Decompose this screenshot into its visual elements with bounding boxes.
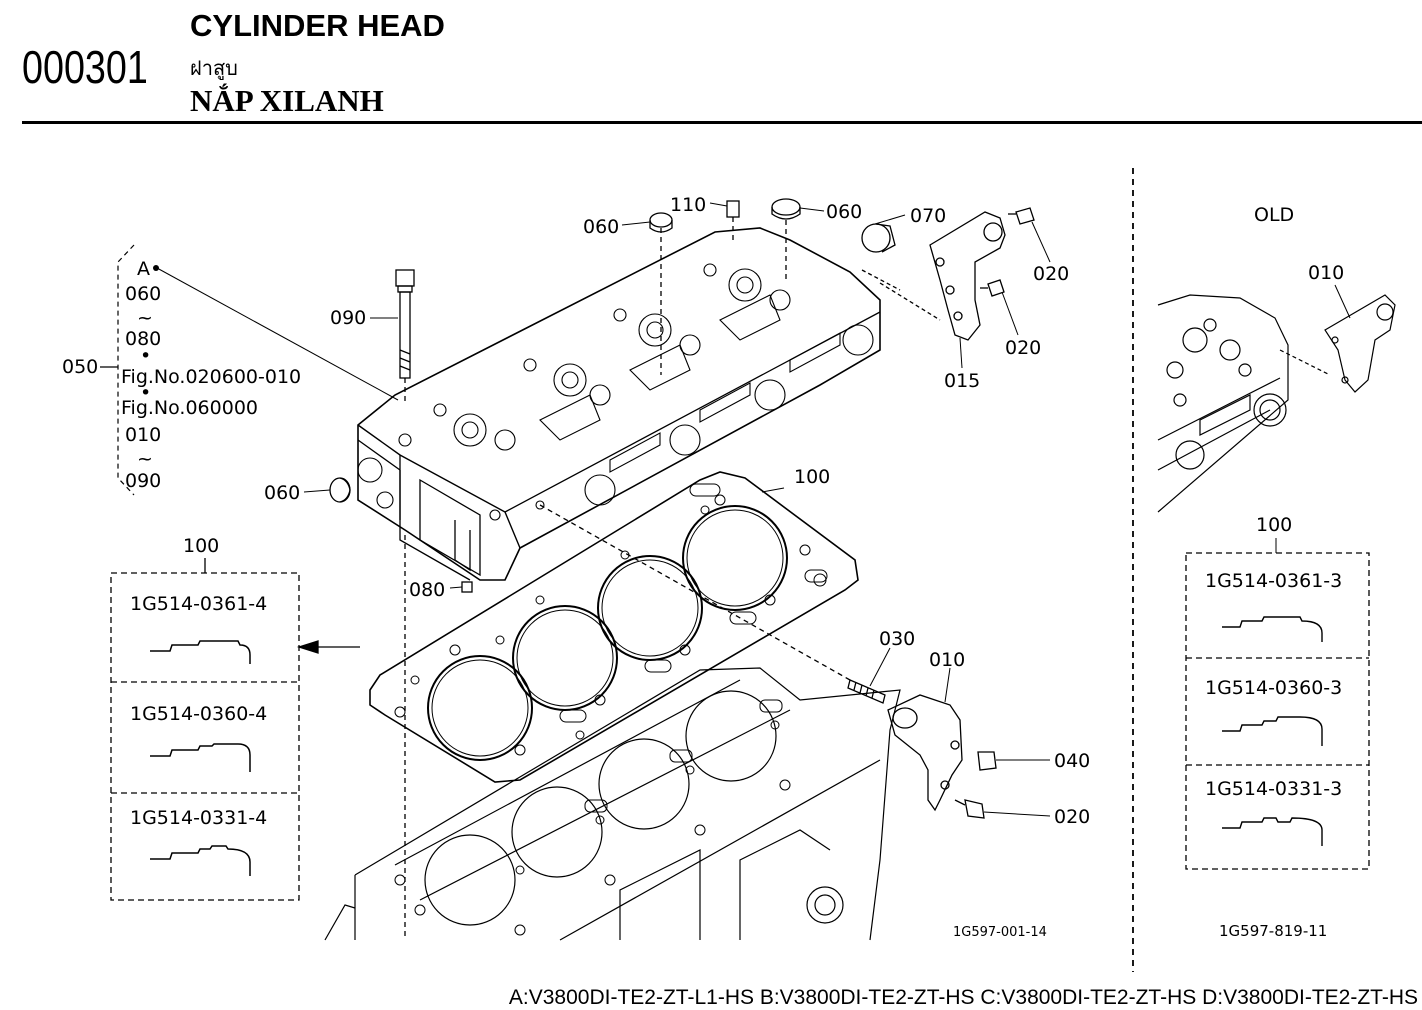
old-gasket-variant-0331-3: 1G514-0331-3 <box>1205 778 1342 800</box>
callout-100: 100 <box>794 466 830 488</box>
assembly-line-tilde-2: ~ <box>137 448 153 470</box>
old-gasket-box-label: 100 <box>1256 514 1292 536</box>
callout-040: 040 <box>1054 750 1090 772</box>
page-title-en: CYLINDER HEAD <box>190 8 445 43</box>
assembly-ref-050: 050 <box>62 356 98 378</box>
assembly-line-a: A <box>137 258 150 280</box>
assembly-line-dot-1: • <box>140 345 151 367</box>
page-title-vi: NẮP XILANH <box>190 83 384 118</box>
old-callout-010: 010 <box>1308 262 1344 284</box>
assembly-line-fig-060000: Fig.No.060000 <box>121 397 258 419</box>
callout-060-top-right: 060 <box>826 201 862 223</box>
cylinder-head-drawing <box>357 227 881 581</box>
gasket-variant-0331-4: 1G514-0331-4 <box>130 807 267 829</box>
hanger-bracket-drawing <box>861 207 1035 341</box>
head-bolt-drawing <box>395 269 415 940</box>
callout-110: 110 <box>670 194 706 216</box>
callout-010: 010 <box>929 649 965 671</box>
callout-030: 030 <box>879 628 915 650</box>
old-panel-title: OLD <box>1254 204 1294 226</box>
assembly-line-fig-020600: Fig.No.020600-010 <box>121 366 301 388</box>
gasket-variants-box <box>110 558 360 901</box>
gasket-variant-0360-4: 1G514-0360-4 <box>130 703 267 725</box>
assembly-line-080: 080 <box>125 328 161 350</box>
callout-070: 070 <box>910 205 946 227</box>
page-title-th: ฝาสูบ <box>190 56 238 80</box>
leader-lines <box>156 202 1051 817</box>
header-rule <box>22 121 1422 124</box>
assembly-line-060: 060 <box>125 283 161 305</box>
engine-block-drawing <box>324 667 901 941</box>
assembly-line-dot-2: • <box>140 382 151 404</box>
figure-id-main: 1G597-001-14 <box>953 925 1047 940</box>
assembly-line-010: 010 <box>125 424 161 446</box>
assembly-bracket <box>100 244 135 496</box>
callout-020-c: 020 <box>1054 806 1090 828</box>
old-gasket-variant-0360-3: 1G514-0360-3 <box>1205 677 1342 699</box>
page-code: 000301 <box>22 41 148 93</box>
callout-060-side: 060 <box>264 482 300 504</box>
model-applicability-footer: A:V3800DI-TE2-ZT-L1-HS B:V3800DI-TE2-ZT-… <box>508 986 1418 1009</box>
old-gasket-variant-0361-3: 1G514-0361-3 <box>1205 570 1342 592</box>
gasket-box-label: 100 <box>183 535 219 557</box>
callout-020-a: 020 <box>1033 263 1069 285</box>
callout-020-b: 020 <box>1005 337 1041 359</box>
assembly-line-090: 090 <box>125 470 161 492</box>
callout-080: 080 <box>409 579 445 601</box>
lifting-bracket-drawing <box>539 504 997 819</box>
figure-id-old: 1G597-819-11 <box>1219 922 1327 940</box>
callout-090: 090 <box>330 307 366 329</box>
callout-015: 015 <box>944 370 980 392</box>
callout-060-top-left: 060 <box>583 216 619 238</box>
assembly-line-tilde-1: ~ <box>137 307 153 329</box>
head-gasket-drawing <box>369 471 859 783</box>
old-head-drawing <box>1157 284 1396 870</box>
gasket-variant-0361-4: 1G514-0361-4 <box>130 593 267 615</box>
